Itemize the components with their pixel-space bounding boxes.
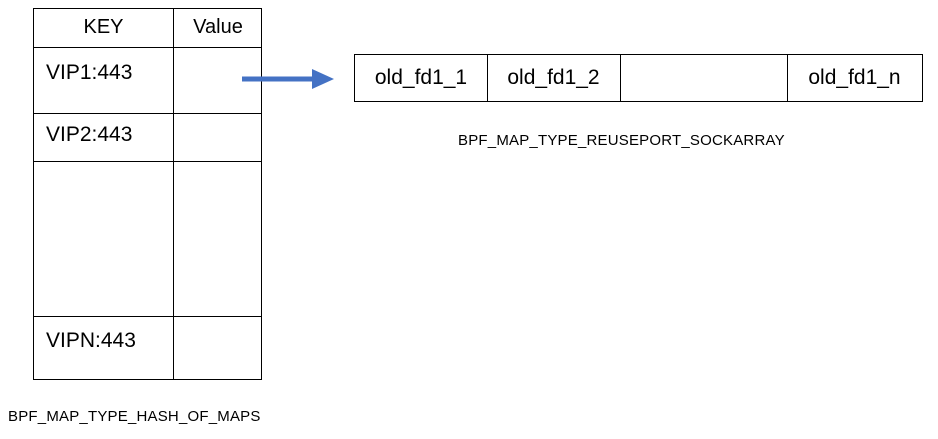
cell-divider	[787, 55, 788, 101]
key-cell-vipn: VIPN:443	[46, 329, 136, 352]
reuseport-sockarray-caption: BPF_MAP_TYPE_REUSEPORT_SOCKARRAY	[458, 132, 785, 149]
hash-of-maps-table: KEY Value VIP1:443 VIP2:443 VIPN:443	[33, 8, 262, 380]
sock-cell-old-fd1-1: old_fd1_1	[374, 66, 468, 89]
sock-cell-old-fd1-2: old_fd1_2	[507, 66, 600, 89]
key-cell-vip2: VIP2:443	[46, 123, 133, 146]
column-divider	[173, 9, 174, 379]
hash-of-maps-caption: BPF_MAP_TYPE_HASH_OF_MAPS	[8, 408, 261, 425]
reuseport-sockarray: old_fd1_1 old_fd1_2 old_fd1_n	[354, 54, 923, 102]
arrow-head	[312, 69, 334, 89]
key-cell-vip1: VIP1:443	[46, 61, 133, 84]
row-divider	[34, 316, 261, 317]
right-arrow-icon	[242, 69, 334, 89]
row-divider	[34, 161, 261, 162]
header-divider	[34, 47, 261, 48]
sock-cell-empty	[620, 55, 787, 101]
value-header: Value	[193, 16, 243, 38]
cell-divider	[620, 55, 621, 101]
sock-cell-old-fd1-n: old_fd1_n	[808, 66, 901, 89]
row-divider	[34, 113, 261, 114]
key-header: KEY	[83, 16, 124, 38]
cell-divider	[487, 55, 488, 101]
